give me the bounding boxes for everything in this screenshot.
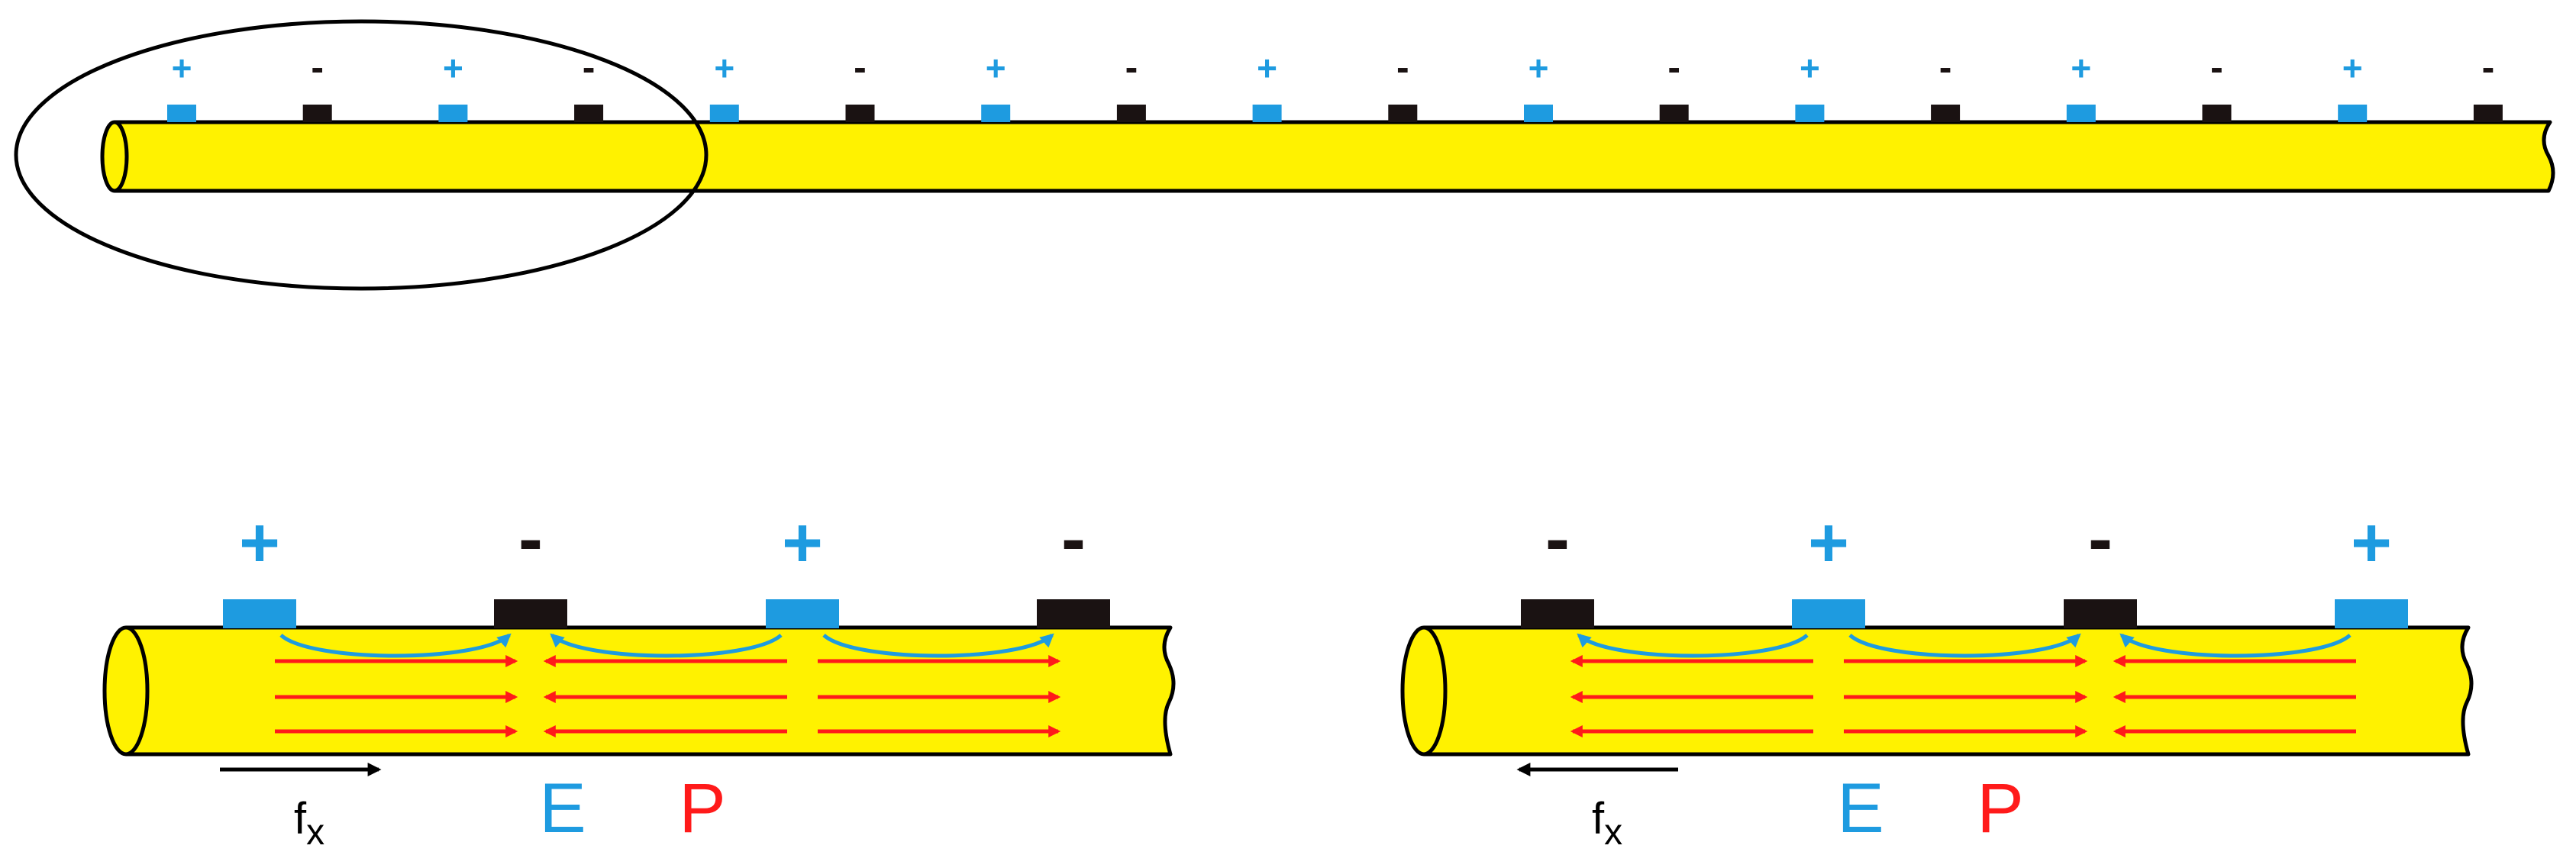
positive-electrode [1252, 105, 1282, 122]
electrode-sign-label: - [1125, 46, 1138, 89]
right-force-label: fx [1592, 794, 1622, 853]
left-polarization-label: P [679, 770, 725, 847]
left-fiber-body [126, 625, 1176, 757]
electrode-sign-label: + [1800, 48, 1820, 88]
field-line [822, 633, 1054, 658]
negative-electrode [845, 105, 875, 122]
left-force-label: fx [294, 794, 324, 853]
electrode-sign-label: + [1257, 48, 1277, 88]
negative-electrode [1521, 599, 1594, 628]
positive-electrode [2066, 105, 2096, 122]
electrode-sign-label: - [1545, 498, 1570, 579]
electrode-sign-label: - [854, 46, 867, 89]
field-line [279, 633, 512, 658]
right-fiber-body [1424, 625, 2474, 757]
positive-electrode [1795, 105, 1825, 122]
positive-electrode [167, 105, 196, 122]
positive-electrode [709, 105, 739, 122]
positive-electrode [2338, 105, 2368, 122]
left-electrodes: + - + - [223, 498, 1110, 628]
negative-electrode [302, 105, 332, 122]
positive-electrode [766, 599, 839, 628]
top-fiber-end-cap [100, 120, 129, 193]
panel-left: + - + - fx E P [102, 498, 1176, 853]
negative-electrode [1116, 105, 1146, 122]
right-field-label: E [1837, 770, 1884, 847]
left-field-label: E [539, 770, 586, 847]
electrode-sign-label: - [1396, 46, 1409, 89]
electrode-sign-label: + [1528, 48, 1549, 88]
positive-electrode [1524, 105, 1553, 122]
positive-electrode [981, 105, 1011, 122]
negative-electrode [2473, 105, 2503, 122]
negative-electrode [2202, 105, 2232, 122]
positive-electrode [223, 599, 296, 628]
field-line [1848, 633, 2081, 658]
electrode-sign-label: - [1667, 46, 1680, 89]
left-field-lines [279, 633, 1054, 658]
negative-electrode [1388, 105, 1418, 122]
negative-electrode [1037, 599, 1110, 628]
electrode-sign-label: + [239, 504, 280, 582]
field-line [1577, 633, 1809, 658]
electrode-sign-label: - [2088, 498, 2113, 579]
electrode-sign-label: + [1808, 504, 1849, 582]
field-line [550, 633, 783, 658]
electrode-sign-label: - [518, 498, 543, 579]
electrode-sign-label: + [986, 48, 1006, 88]
field-line [2119, 633, 2352, 658]
electrode-sign-label: + [172, 48, 192, 88]
highlight-ellipse [14, 19, 709, 291]
left-polarization-arrows [275, 654, 1061, 738]
right-polarization-label: P [1977, 770, 2023, 847]
negative-electrode [574, 105, 604, 122]
positive-electrode [438, 105, 468, 122]
negative-electrode [1659, 105, 1689, 122]
panel-right: - + - + fx E P [1400, 498, 2474, 853]
electrode-sign-label: - [1061, 498, 1086, 579]
electrode-sign-label: + [714, 48, 734, 88]
electrode-sign-label: - [2210, 46, 2223, 89]
right-polarization-arrows [1570, 654, 2356, 738]
electrode-sign-label: + [782, 504, 823, 582]
positive-electrode [1792, 599, 1865, 628]
negative-electrode [1931, 105, 1961, 122]
right-field-lines [1577, 633, 2352, 658]
electrode-sign-label: + [2342, 48, 2363, 88]
negative-electrode [2064, 599, 2137, 628]
electrode-sign-label: + [2071, 48, 2091, 88]
top-fiber-body [115, 120, 2555, 193]
left-fiber-end-cap [102, 625, 150, 757]
negative-electrode [494, 599, 567, 628]
electrode-sign-label: - [311, 46, 324, 89]
positive-electrode [2335, 599, 2408, 628]
top-electrodes: +-+-+-+-+-+-+-+-+- [167, 46, 2503, 122]
top-fiber: +-+-+-+-+-+-+-+-+- [14, 19, 2555, 291]
electrode-sign-label: + [2351, 504, 2392, 582]
right-electrodes: - + - + [1521, 498, 2408, 628]
electrode-sign-label: - [1939, 46, 1952, 89]
electrode-sign-label: + [443, 48, 463, 88]
right-fiber-end-cap [1400, 625, 1448, 757]
electrode-sign-label: - [2482, 46, 2495, 89]
